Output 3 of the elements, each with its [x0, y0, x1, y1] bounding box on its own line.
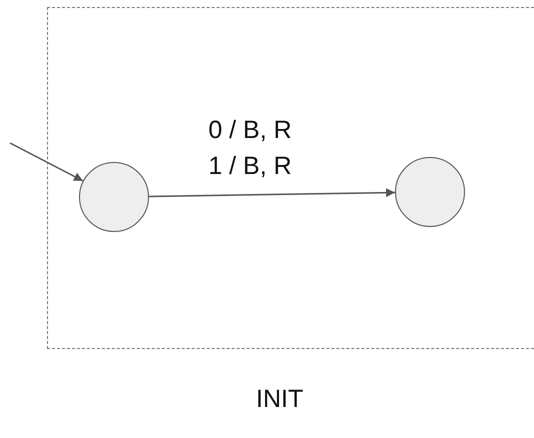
state-label: INIT — [256, 385, 304, 414]
arrow — [148, 188, 396, 198]
arrow — [10, 142, 84, 182]
